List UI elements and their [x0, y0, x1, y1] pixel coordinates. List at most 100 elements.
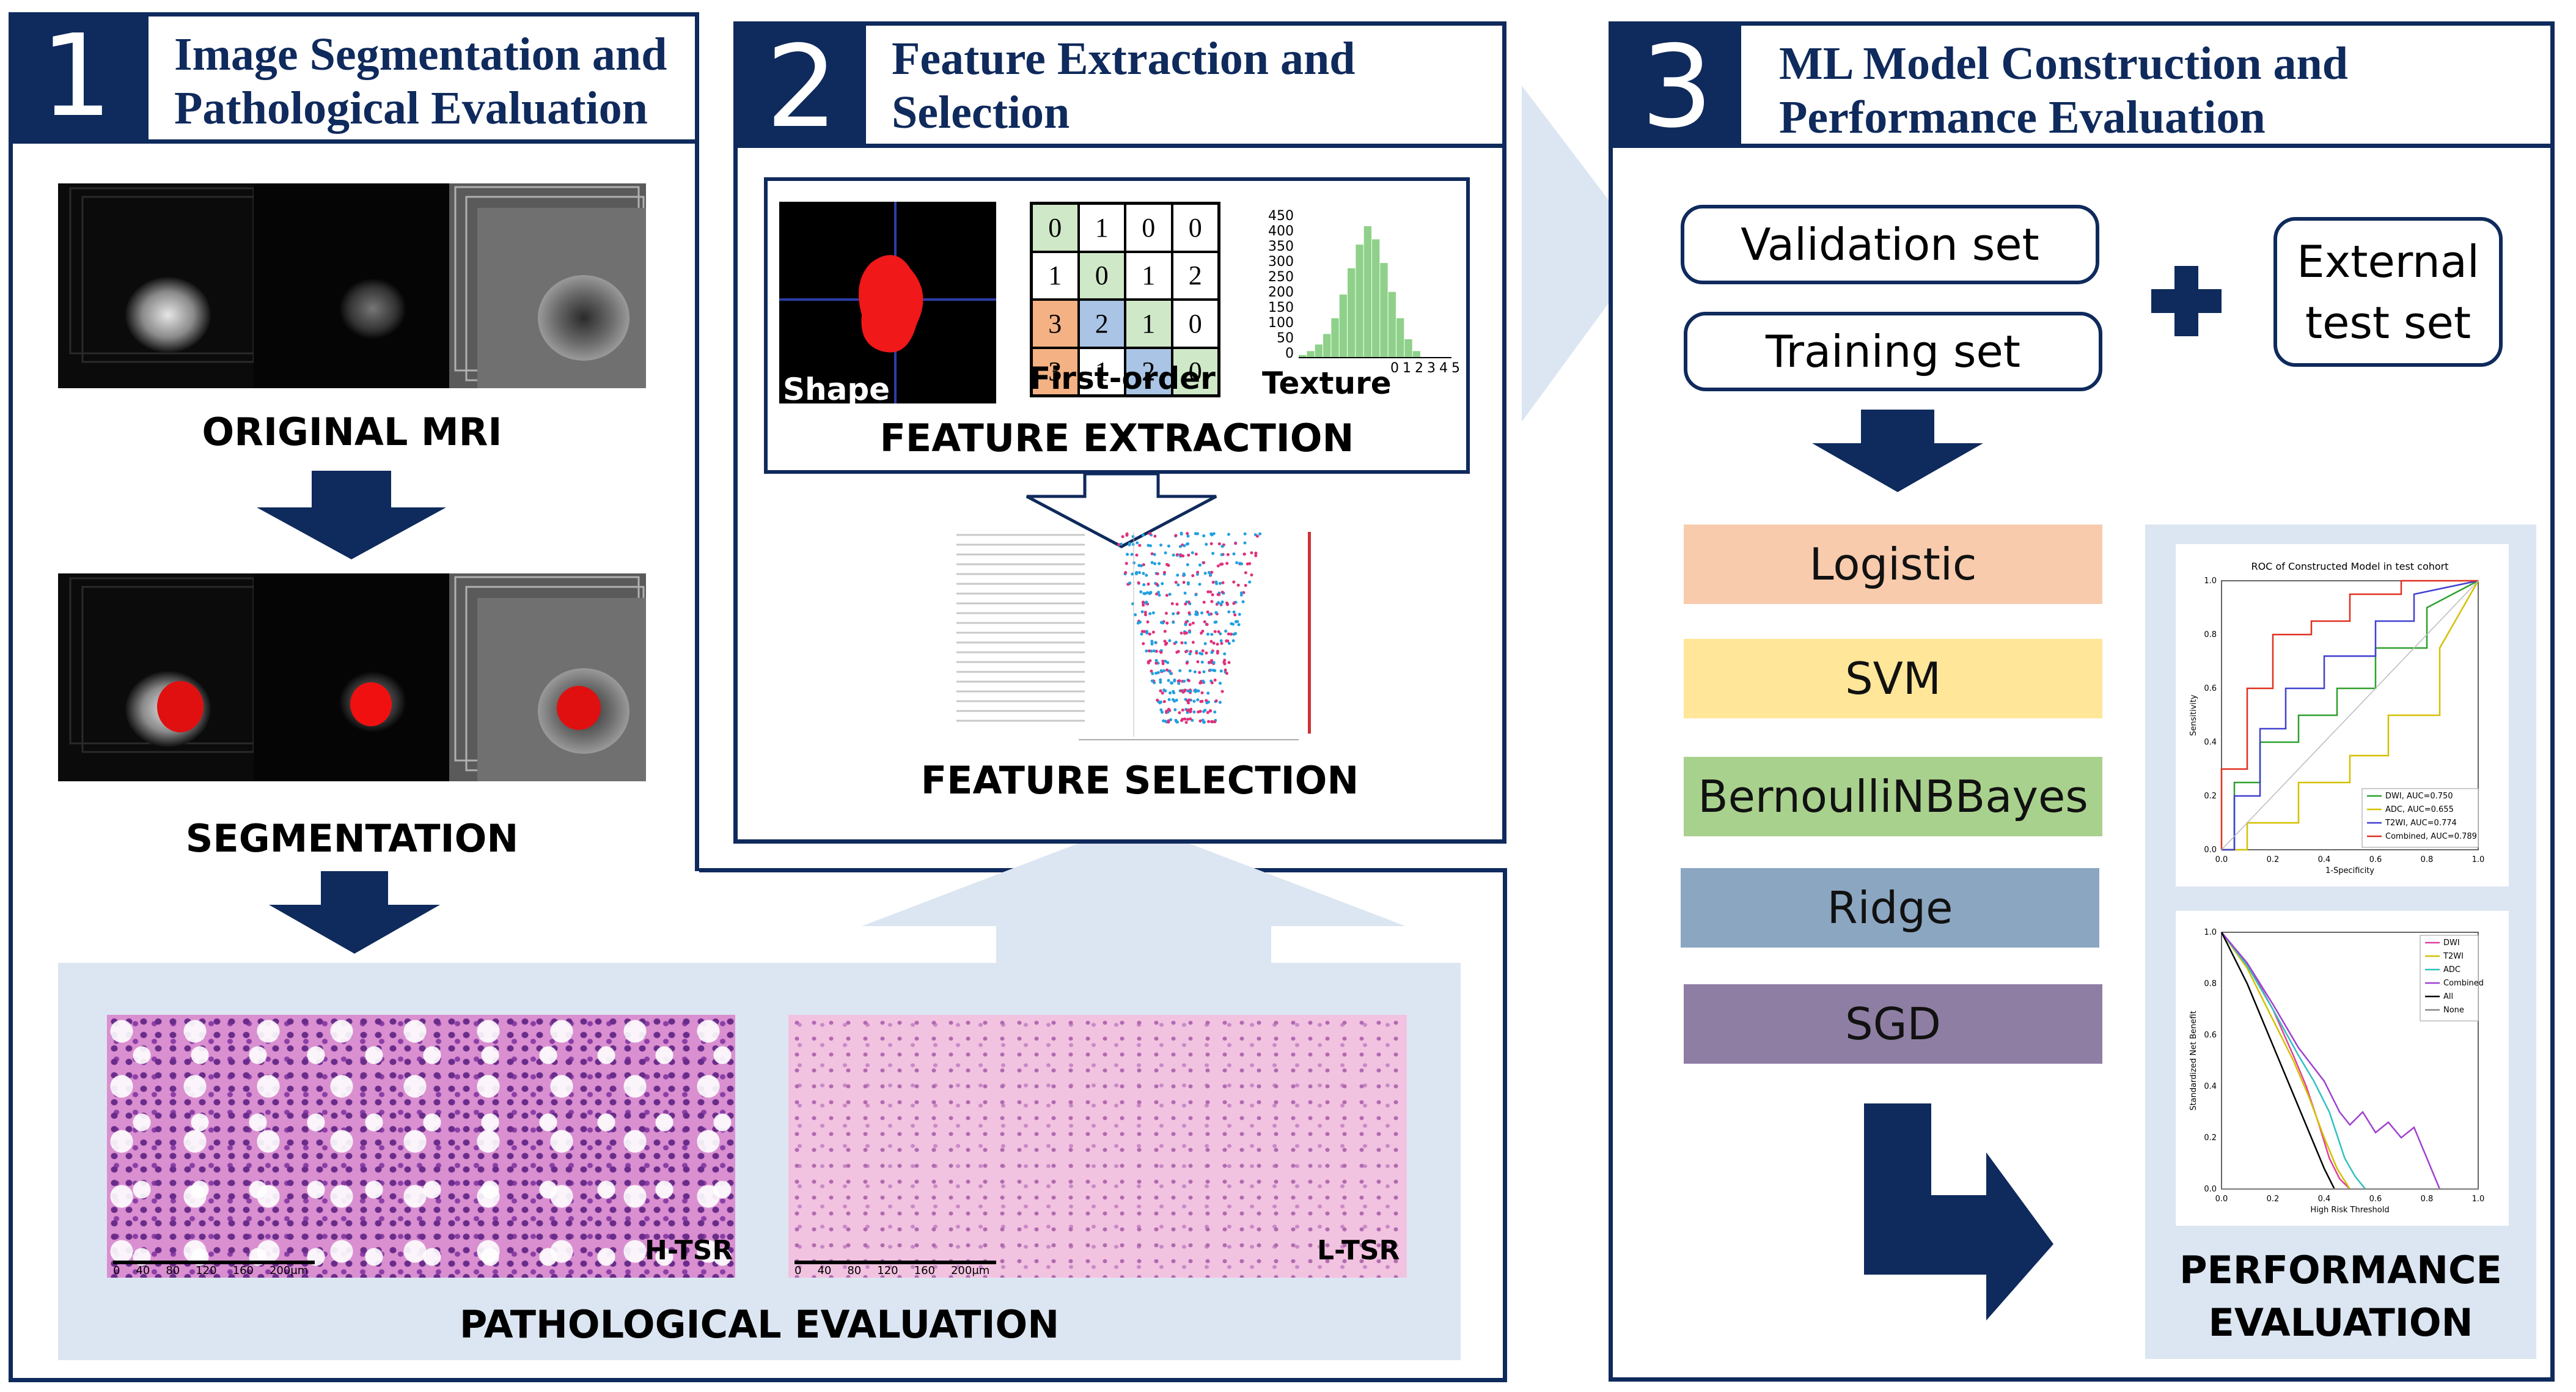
- feature-shap-point: [1202, 534, 1206, 538]
- feature-shap-point: [1189, 650, 1192, 654]
- feature-shap-point: [1213, 679, 1217, 682]
- feature-shap-point: [1194, 690, 1197, 693]
- feature-shap-point: [1216, 643, 1219, 646]
- feature-shap-point: [1226, 603, 1230, 606]
- feature-shap-point: [1184, 623, 1187, 627]
- y-tick-label: 0.2: [2204, 792, 2217, 801]
- legend-entry: Combined, AUC=0.789: [2385, 832, 2477, 841]
- feature-shap-point: [1223, 652, 1227, 656]
- feature-shap-point: [1196, 698, 1200, 702]
- x-tick-label: 0.0: [2215, 855, 2228, 864]
- feature-shap-point: [1124, 571, 1128, 575]
- feature-shap-point: [1207, 571, 1211, 575]
- feature-shap-point: [1218, 701, 1222, 704]
- step2-title: Feature Extraction and Selection: [866, 26, 1502, 148]
- x-tick-label: 0.2: [2267, 855, 2280, 864]
- feature-shap-point: [1255, 534, 1259, 538]
- feature-shap-point: [1175, 650, 1179, 654]
- feature-shap-point: [1169, 672, 1173, 676]
- feature-shap-point: [1153, 534, 1157, 538]
- model-logistic: Logistic: [1684, 525, 2102, 604]
- y-tick-label: 0.8: [2204, 979, 2217, 989]
- feature-shap-point: [1205, 699, 1208, 702]
- feature-shap-point: [1142, 583, 1146, 586]
- feature-shap-point: [1219, 639, 1223, 643]
- feature-shap-point: [1217, 630, 1220, 633]
- histogram-x-tick: 5: [1451, 361, 1460, 376]
- ltsr-scale-labels: 0 40 80 120 160 200μm: [794, 1264, 1039, 1277]
- matrix-cell: 0: [1125, 204, 1172, 252]
- feature-shap-point: [1232, 602, 1236, 605]
- histogram-bar: [1307, 351, 1315, 358]
- feature-shap-point: [1158, 594, 1161, 597]
- feature-shap-point: [1194, 552, 1198, 556]
- feature-shap-point: [1162, 669, 1166, 672]
- feature-shap-point: [1235, 561, 1239, 565]
- scale-200: 200μm: [950, 1264, 990, 1277]
- feature-shap-point: [1128, 581, 1132, 585]
- feature-shap-point: [1131, 535, 1135, 539]
- feature-shap-point: [1164, 611, 1168, 615]
- feature-shap-point: [1155, 583, 1159, 586]
- feature-shap-point: [1209, 573, 1213, 576]
- feature-shap-point: [1147, 661, 1150, 665]
- step2-number: 2: [738, 21, 866, 153]
- x-tick-label: 1.0: [2472, 855, 2485, 864]
- feature-shap-point: [1188, 623, 1192, 627]
- feature-shap-point: [1145, 649, 1148, 653]
- feature-shap-point: [1184, 641, 1187, 645]
- feature-shap-point: [1216, 592, 1220, 596]
- y-tick-label: 0.2: [2204, 1133, 2217, 1143]
- matrix-cell: 1: [1078, 347, 1125, 396]
- step2-title-line2: Selection: [892, 87, 1070, 138]
- feature-shap-point: [1248, 580, 1252, 584]
- x-axis-label: High Risk Threshold: [2310, 1206, 2389, 1215]
- feature-shap-point: [1183, 688, 1187, 692]
- feature-shap-point: [1139, 590, 1143, 594]
- feature-shap-point: [1135, 570, 1139, 574]
- feature-shap-point: [1225, 562, 1229, 565]
- feature-shap-point: [1182, 581, 1186, 584]
- histogram-bar: [1404, 339, 1412, 358]
- feature-shap-point: [1181, 709, 1184, 712]
- performance-evaluation-label: PERFORMANCE EVALUATION: [2145, 1244, 2536, 1349]
- feature-shap-point: [1172, 690, 1175, 693]
- feature-shap-point: [1233, 613, 1237, 617]
- feature-shap-point: [1191, 641, 1195, 644]
- feature-shap-point: [1156, 698, 1159, 702]
- model-ridge: Ridge: [1681, 868, 2099, 948]
- histogram-x-tick: 4: [1439, 361, 1448, 376]
- feature-shap-point: [1177, 682, 1181, 685]
- feature-shap-point: [1214, 580, 1218, 584]
- feature-shap-point: [1202, 679, 1205, 683]
- feature-shap-point: [1206, 720, 1210, 723]
- chart-title: ROC of Constructed Model in test cohort: [2251, 561, 2448, 572]
- feature-shap-point: [1151, 611, 1155, 614]
- feature-shap-point: [1202, 561, 1206, 564]
- feature-shap-point: [1142, 642, 1145, 646]
- y-axis-label: Standardized Net Benefit: [2189, 1011, 2198, 1110]
- feature-shap-point: [1164, 689, 1167, 693]
- feature-shap-point: [1205, 622, 1209, 626]
- feature-shap-point: [1216, 649, 1219, 653]
- feature-shap-point: [1141, 533, 1145, 537]
- step3-title: ML Model Construction and Performance Ev…: [1741, 26, 2550, 148]
- feature-shap-point: [1194, 593, 1198, 597]
- feature-shap-point: [1230, 632, 1233, 636]
- histogram-y-tick: 0: [1285, 346, 1294, 361]
- histogram-y-tick: 250: [1268, 270, 1294, 285]
- histogram-bar: [1331, 318, 1339, 358]
- validation-set-box: Validation set: [1681, 205, 2099, 284]
- feature-shap-point: [1163, 630, 1167, 633]
- model-svm: SVM: [1684, 639, 2102, 718]
- feature-shap-point: [1150, 642, 1154, 646]
- legend-entry: None: [2443, 1006, 2464, 1015]
- scale-200: 200μm: [269, 1264, 309, 1277]
- arrow-bent-right: [1864, 1103, 2053, 1320]
- feature-shap-point: [1189, 690, 1192, 693]
- feature-shap-point: [1206, 610, 1209, 614]
- feature-shap-point: [1150, 669, 1153, 673]
- roc-diagonal: [2221, 580, 2479, 850]
- feature-shap-point: [1209, 532, 1213, 536]
- matrix-cell: 2: [1125, 347, 1172, 396]
